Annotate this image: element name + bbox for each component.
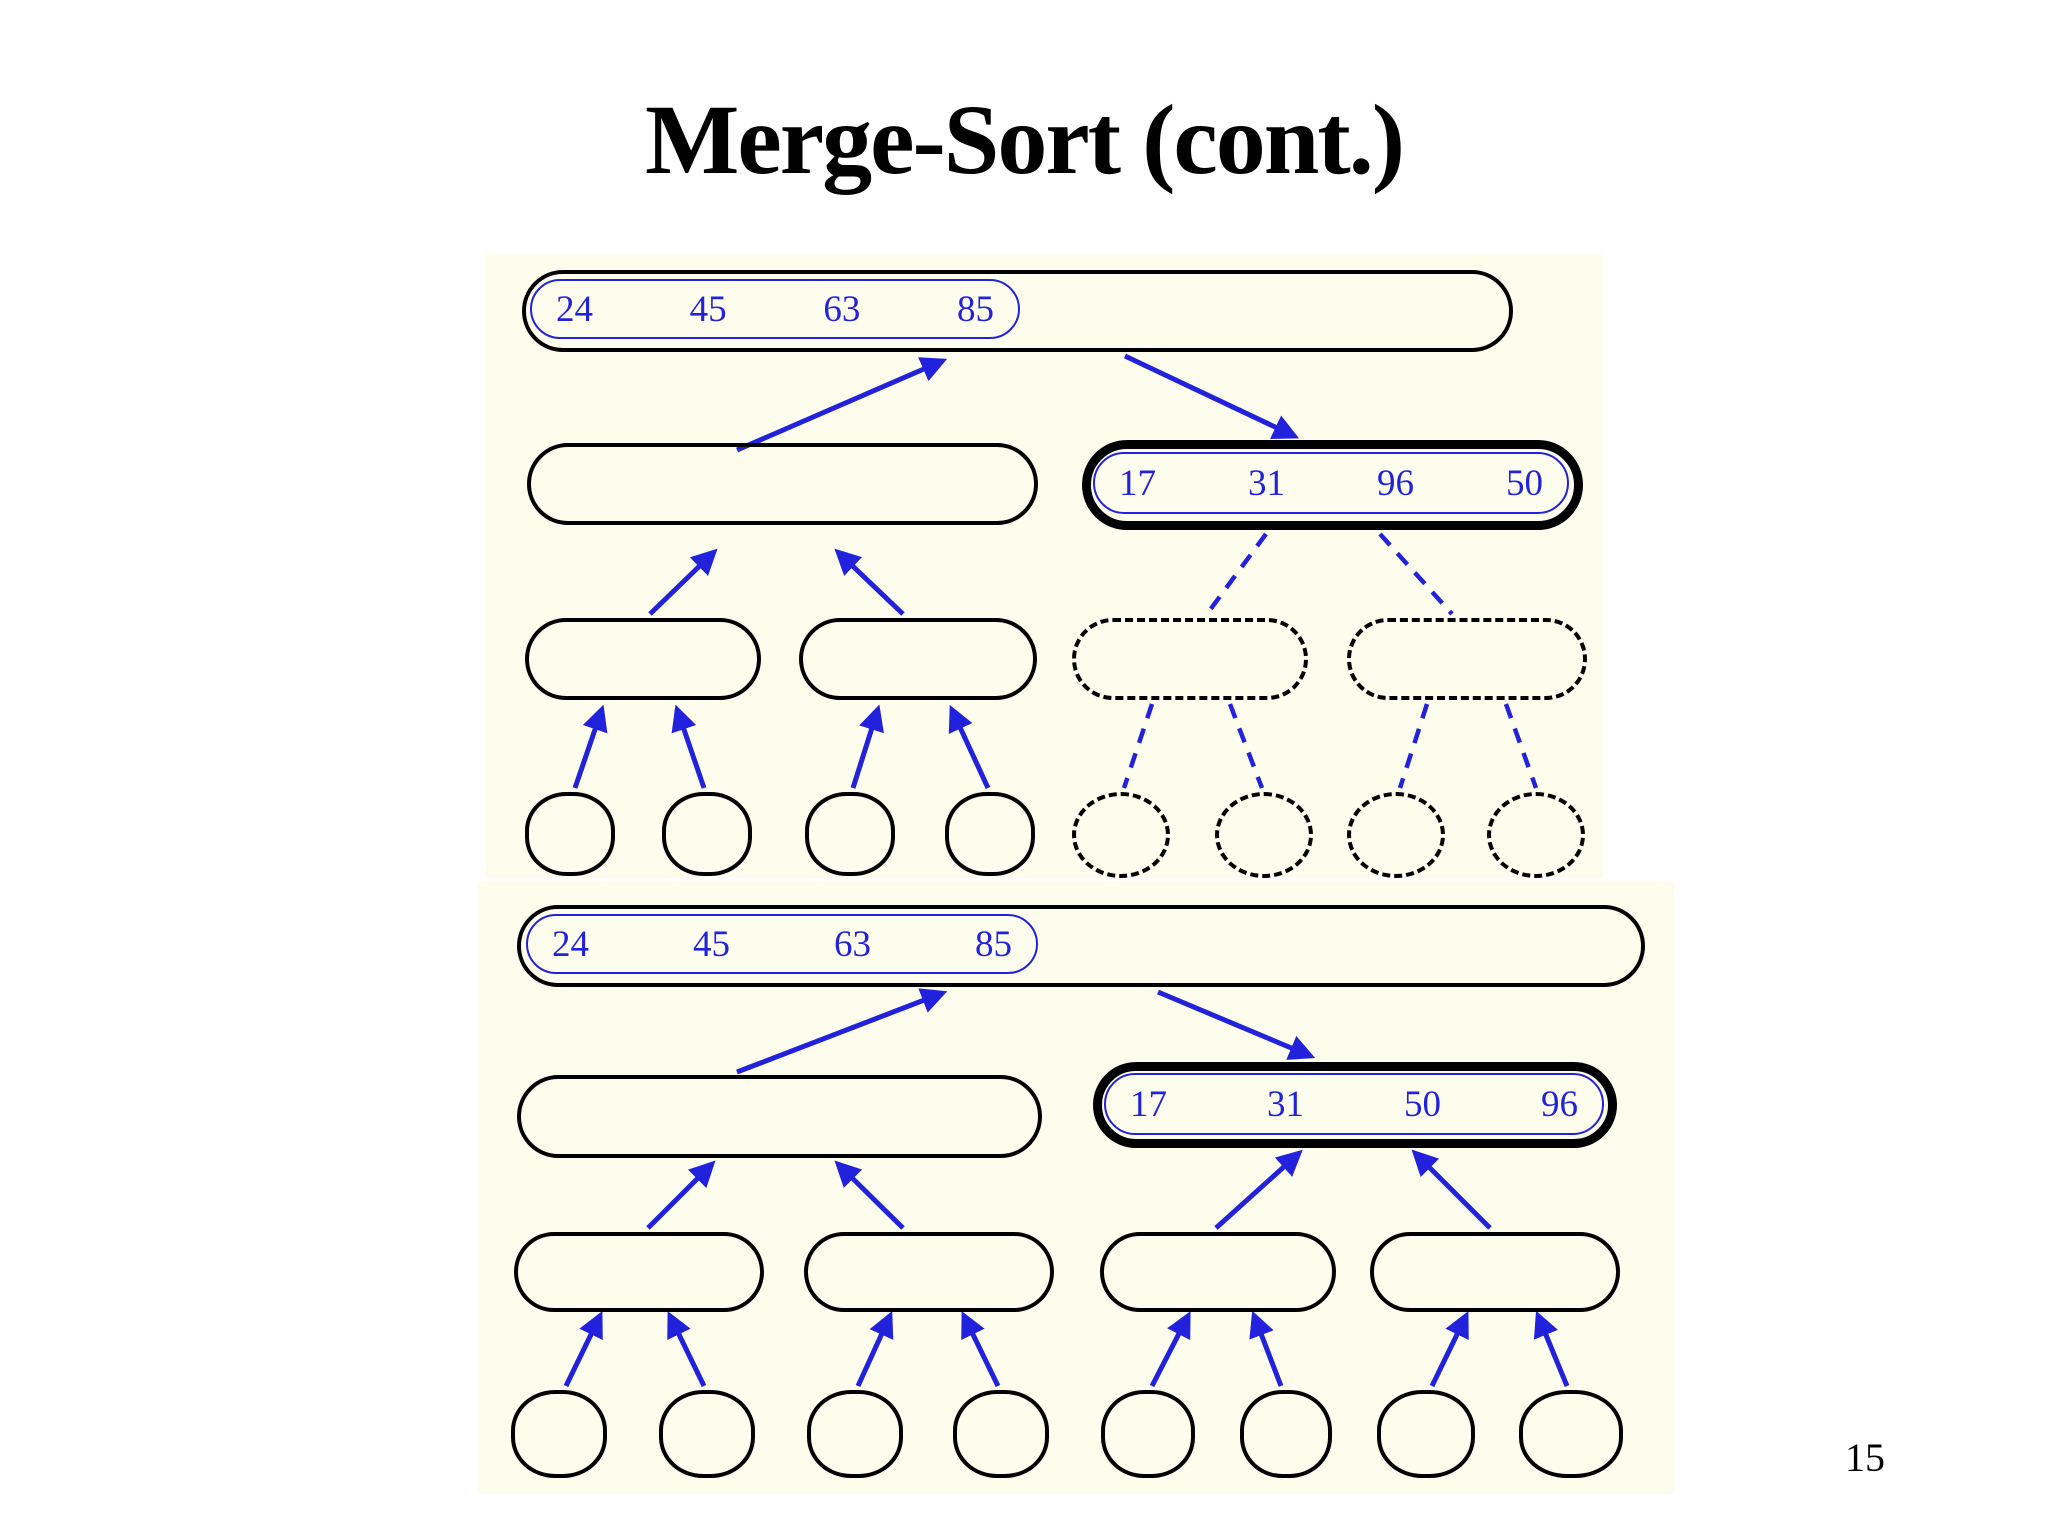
merge-arrow (563, 1310, 603, 1388)
sequence-value: 96 (1377, 462, 1414, 504)
slide-title: Merge-Sort (cont.) (644, 84, 1405, 195)
top-left-child-node (527, 443, 1038, 525)
merge-arrow (1429, 1310, 1469, 1388)
sequence-value: 31 (1248, 462, 1285, 504)
dashed-connector (1205, 532, 1268, 616)
merge-arrow (1533, 1310, 1570, 1387)
bottom-level3-node (1370, 1232, 1620, 1312)
merge-arrow (1249, 1310, 1284, 1387)
top-tree-solid-arrows (572, 353, 1300, 790)
merge-arrow (736, 988, 948, 1075)
top-leaf-node-pending (1072, 792, 1170, 878)
sequence-value: 24 (556, 288, 593, 330)
bottom-leaf-node (953, 1390, 1049, 1478)
bottom-leaf-node (1240, 1390, 1332, 1478)
bottom-level3-node (1100, 1232, 1336, 1312)
dashed-connector (1378, 532, 1454, 616)
top-leaf-node (662, 792, 752, 876)
top-right-child-node-current: 17 31 96 50 (1082, 440, 1583, 530)
merge-arrow (961, 1310, 1001, 1388)
bottom-leaf-node (511, 1390, 607, 1478)
merge-arrow (834, 548, 905, 616)
bottom-leaf-node (659, 1390, 755, 1478)
merge-arrow (572, 704, 608, 789)
bottom-leaf-node (807, 1390, 903, 1478)
top-level3-node-pending (1347, 618, 1587, 700)
top-level3-node (525, 618, 761, 700)
merge-arrow (1214, 1149, 1303, 1230)
top-level3-node-pending (1072, 618, 1308, 700)
sequence-value: 45 (689, 288, 727, 330)
top-tree-dashed-connectors (1121, 532, 1539, 789)
merge-arrow (1411, 1149, 1492, 1230)
bottom-leaf-node (1519, 1390, 1623, 1478)
bottom-root-sorted-sequence: 24 45 63 85 (526, 914, 1038, 974)
top-level3-node (799, 618, 1037, 700)
sequence-value: 96 (1541, 1083, 1578, 1125)
sequence-value: 63 (834, 923, 871, 965)
top-leaf-node (525, 792, 615, 876)
merge-arrow (648, 548, 718, 616)
top-right-child-sequence: 17 31 96 50 (1093, 452, 1569, 514)
bottom-level3-node (804, 1232, 1054, 1312)
sequence-value: 17 (1119, 462, 1156, 504)
merge-arrow (671, 704, 707, 789)
top-leaf-node-pending (1487, 792, 1585, 878)
dashed-connector (1121, 703, 1155, 789)
sequence-value: 17 (1130, 1083, 1167, 1125)
bottom-left-child-node (517, 1075, 1042, 1158)
top-root-node: 24 45 63 85 (522, 270, 1513, 352)
bottom-right-child-sequence: 17 31 50 96 (1104, 1073, 1604, 1135)
merge-arrow (855, 1310, 894, 1388)
merge-arrow (1149, 1311, 1191, 1388)
page-number: 15 (1845, 1435, 1885, 1480)
sequence-value: 63 (823, 288, 861, 330)
dashed-connector (1503, 703, 1539, 789)
top-leaf-node-pending (1347, 792, 1445, 878)
merge-arrow (646, 1160, 716, 1230)
sequence-value: 50 (1404, 1083, 1441, 1125)
bottom-right-child-node-current: 17 31 50 96 (1093, 1062, 1617, 1148)
bottom-leaf-node (1101, 1390, 1195, 1478)
bottom-leaf-node (1377, 1390, 1475, 1478)
merge-arrow (736, 357, 948, 453)
merge-arrow (667, 1310, 707, 1388)
merge-arrow (948, 704, 991, 790)
top-leaf-node-pending (1215, 792, 1313, 878)
bottom-tree-solid-arrows (563, 988, 1570, 1388)
dashed-connector (1227, 703, 1265, 789)
top-leaf-node (945, 792, 1035, 876)
sequence-value: 24 (552, 923, 589, 965)
sequence-value: 45 (693, 923, 730, 965)
bottom-root-node: 24 45 63 85 (517, 905, 1645, 987)
merge-arrow (850, 704, 884, 789)
split-arrow (1123, 353, 1300, 439)
top-root-sorted-sequence: 24 45 63 85 (530, 279, 1020, 339)
sequence-value: 31 (1267, 1083, 1304, 1125)
merge-arrow (834, 1160, 905, 1230)
split-arrow (1157, 989, 1316, 1060)
dashed-connector (1397, 703, 1430, 789)
sequence-value: 50 (1506, 462, 1543, 504)
sequence-value: 85 (956, 288, 994, 330)
top-diagram-background (486, 254, 1603, 878)
top-leaf-node (805, 792, 895, 876)
sequence-value: 85 (975, 923, 1012, 965)
bottom-level3-node (514, 1232, 764, 1312)
